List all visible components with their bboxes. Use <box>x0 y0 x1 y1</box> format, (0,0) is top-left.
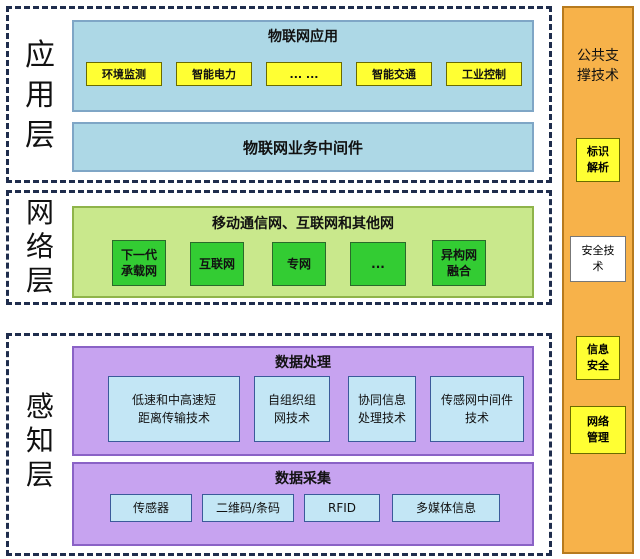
collect-item-rfid: RFID <box>304 494 380 522</box>
collect-item-sensor: 传感器 <box>110 494 192 522</box>
per-label-char: 知 <box>25 424 54 457</box>
iot-middleware-panel: 物联网业务中间件 <box>72 122 534 172</box>
net-item-next-gen: 下一代 承载网 <box>112 240 166 286</box>
iot-middleware-title: 物联网业务中间件 <box>242 138 363 157</box>
proc-item-collaborative: 协同信息 处理技术 <box>348 376 416 442</box>
support-item-security-tech: 安全技 术 <box>570 236 626 282</box>
net-label-char: 层 <box>25 264 54 297</box>
app-item-industrial-control: 工业控制 <box>446 62 522 86</box>
net-label-char: 网 <box>25 196 54 229</box>
app-label-char: 层 <box>25 118 55 153</box>
data-processing-title: 数据处理 <box>275 355 331 371</box>
app-item-environment: 环境监测 <box>86 62 162 86</box>
proc-item-transmission: 低速和中高速短 距离传输技术 <box>108 376 240 442</box>
app-label-char: 用 <box>25 78 55 113</box>
collect-item-multimedia: 多媒体信息 <box>392 494 500 522</box>
collect-item-qrcode: 二维码/条码 <box>202 494 294 522</box>
proc-item-middleware: 传感网中间件 技术 <box>430 376 524 442</box>
support-item-network-mgmt: 网络 管理 <box>570 406 626 454</box>
data-collection-title: 数据采集 <box>275 471 331 487</box>
app-item-smart-traffic: 智能交通 <box>356 62 432 86</box>
perception-layer-label: 感 知 层 <box>20 390 60 492</box>
net-item-private: 专网 <box>272 242 326 286</box>
proc-item-self-organizing: 自组织组 网技术 <box>254 376 330 442</box>
network-layer-label: 网 络 层 <box>20 196 60 298</box>
net-item-heterogeneous: 异构网 融合 <box>432 240 486 286</box>
iot-applications-title: 物联网应用 <box>268 29 338 45</box>
app-item-ellipsis: ... ... <box>266 62 342 86</box>
app-label-char: 应 <box>25 38 55 73</box>
net-item-internet: 互联网 <box>190 242 244 286</box>
network-panel-title: 移动通信网、互联网和其他网 <box>212 216 394 232</box>
net-label-char: 络 <box>25 230 54 263</box>
net-item-ellipsis: ... <box>350 242 406 286</box>
public-support-title: 公共支 撑技术 <box>577 48 619 84</box>
application-layer-label: 应 用 层 <box>20 36 60 156</box>
per-label-char: 层 <box>25 458 54 491</box>
support-item-identification: 标识 解析 <box>576 138 620 182</box>
per-label-char: 感 <box>25 390 54 423</box>
support-item-info-security: 信息 安全 <box>576 336 620 380</box>
app-item-smart-power: 智能电力 <box>176 62 252 86</box>
